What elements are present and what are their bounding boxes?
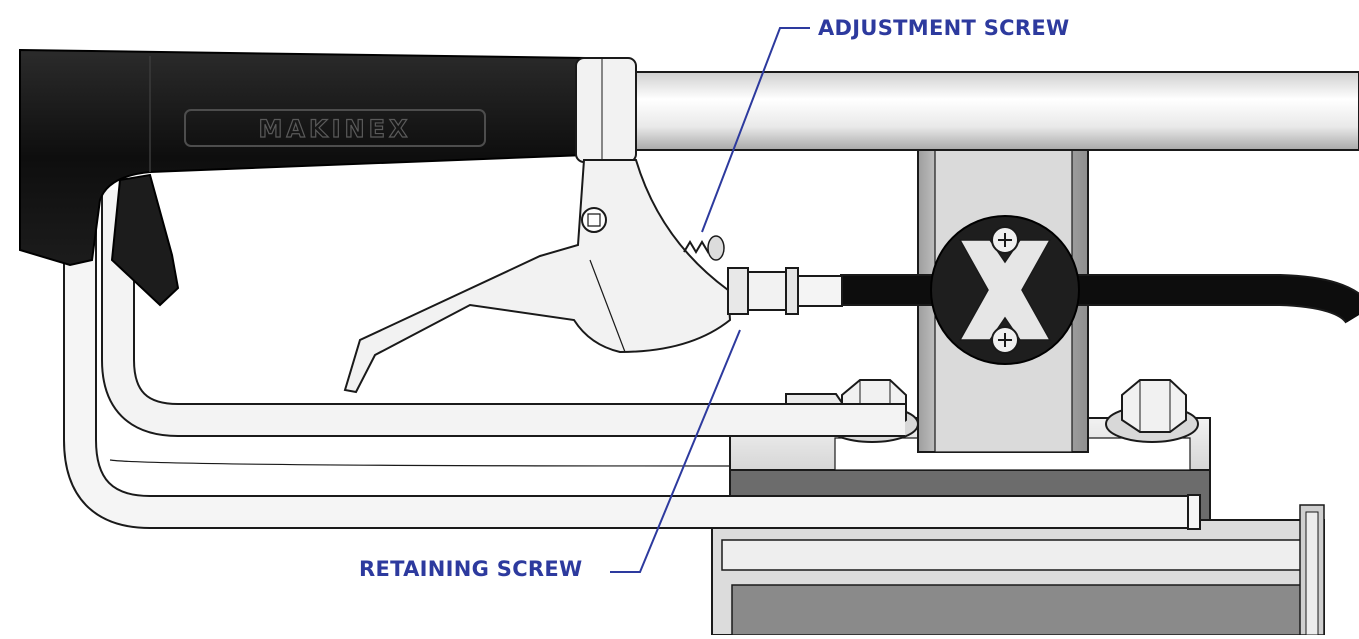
- brake-lever: [343, 159, 732, 394]
- rubber-grip: [19, 48, 586, 267]
- retaining-screw-label: RETAINING SCREW: [359, 557, 583, 581]
- cable-clip: [930, 215, 1080, 365]
- cable-assembly: [727, 267, 1359, 325]
- machine-body: [711, 504, 1325, 636]
- retaining-screw: [727, 267, 749, 315]
- adjustment-leader-line: [701, 27, 810, 233]
- tube-frame: [63, 190, 1201, 530]
- bolt-right: [1105, 379, 1199, 443]
- brand-logo: MAKINEX: [259, 115, 412, 143]
- top-tube: [589, 71, 1359, 151]
- pivot-bolt: [581, 207, 607, 233]
- clamp-ring: [575, 57, 637, 163]
- adjustment-screw-label: ADJUSTMENT SCREW: [818, 16, 1070, 40]
- trigger-lever: [110, 173, 180, 307]
- adjustment-screw: [683, 235, 725, 261]
- logo-plate: [184, 109, 486, 147]
- callout-leaders: [610, 27, 810, 573]
- retaining-leader-line: [610, 329, 741, 573]
